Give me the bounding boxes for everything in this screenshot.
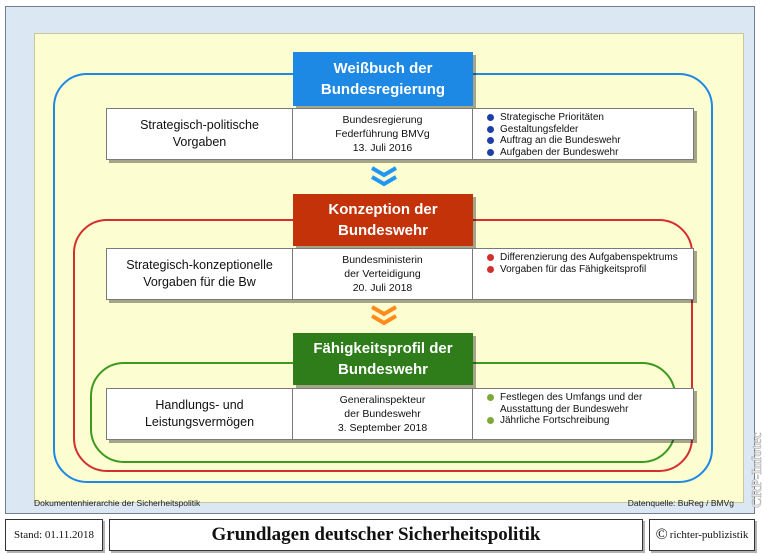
level-2-issuer-line2: der Verteidigung xyxy=(344,268,421,280)
level-2-title-line2: Bundeswehr xyxy=(337,222,428,239)
level-1-issuer: Bundesregierung Federführung BMVg 13. Ju… xyxy=(293,109,473,159)
bullet-dot-icon xyxy=(487,417,494,424)
bullet-text: Gestaltungsfelder xyxy=(500,123,579,135)
bullet-text: Differenzierung des Aufgabenspektrums xyxy=(500,252,678,263)
level-2-issuer: Bundesministerin der Verteidigung 20. Ju… xyxy=(293,249,473,299)
list-item: Differenzierung des Aufgabenspektrums xyxy=(487,252,687,264)
bullet-dot-icon xyxy=(487,265,494,273)
bottom-bar: Stand: 01.11.2018 Grundlagen deutscher S… xyxy=(5,519,755,551)
bullet-text: Strategische Prioritäten xyxy=(500,112,604,123)
watermark-text: CRP-Infotec xyxy=(750,433,765,508)
level-2-bullets: Differenzierung des Aufgabenspektrums Vo… xyxy=(473,249,693,299)
level-1-issuer-line1: Bundesregierung xyxy=(342,114,423,126)
chevron-down-icon xyxy=(370,166,398,187)
list-item: Vorgaben für das Fähigkeitsprofil xyxy=(487,264,687,276)
list-item: Gestaltungsfelder xyxy=(487,124,687,136)
list-item: Festlegen des Umfangs und der Ausstattun… xyxy=(487,392,687,415)
bullet-text: Festlegen des Umfangs und der Ausstattun… xyxy=(500,392,643,415)
bullet-text: Jährliche Fortschreibung xyxy=(500,415,610,426)
level-2-category-line1: Strategisch-konzeptionelle xyxy=(126,258,273,272)
bullet-dot-icon xyxy=(487,125,494,133)
page-title-box: Grundlagen deutscher Sicherheitspolitik xyxy=(109,519,643,551)
level-3-category-line2: Leistungsvermögen xyxy=(144,415,255,429)
level-3-title-line2: Bundeswehr xyxy=(337,361,428,378)
data-source: Datenquelle: BuReg / BMVg xyxy=(627,498,734,508)
level-2-issuer-line1: Bundesministerin xyxy=(342,254,423,266)
stand-box: Stand: 01.11.2018 xyxy=(5,519,103,551)
chevron-down-icon xyxy=(370,305,398,326)
level-2-title-line1: Konzeption der xyxy=(328,201,438,218)
level-3-date: 3. September 2018 xyxy=(337,422,428,434)
level-3-issuer: Generalinspekteur der Bundeswehr 3. Sept… xyxy=(293,389,473,439)
bullet-dot-icon xyxy=(487,137,494,144)
bullet-dot-icon xyxy=(487,394,494,401)
list-item: Strategische Prioritäten xyxy=(487,112,687,124)
level-1-date: 13. Juli 2016 xyxy=(352,142,413,154)
level-3-category-line1: Handlungs- und xyxy=(155,398,244,412)
level-3-title-line1: Fähigkeitsprofil der xyxy=(313,340,453,357)
level-3-issuer-line2: der Bundeswehr xyxy=(344,408,421,420)
level-1-title-line2: Bundesregierung xyxy=(320,81,446,98)
bullet-dot-icon xyxy=(487,114,494,121)
copyright-box: © richter-publizistik xyxy=(649,519,755,551)
level-2-date: 20. Juli 2018 xyxy=(352,282,413,294)
bullet-text: Aufgaben der Bundeswehr xyxy=(500,146,619,158)
bullet-dot-icon xyxy=(487,148,494,156)
bullet-text: Vorgaben für das Fähigkeitsprofil xyxy=(500,263,647,275)
level-1-category-line2: Vorgaben xyxy=(172,135,227,149)
level-1-title-line1: Weißbuch der xyxy=(333,60,433,77)
level-3-bullets: Festlegen des Umfangs und der Ausstattun… xyxy=(473,389,693,439)
list-item: Jährliche Fortschreibung xyxy=(487,415,687,427)
level-2-category-line2: Vorgaben für die Bw xyxy=(143,275,256,289)
copyright-icon: © xyxy=(655,526,668,543)
page-title: Grundlagen deutscher Sicherheitspolitik xyxy=(211,524,541,545)
level-1-issuer-line2: Federführung BMVg xyxy=(335,128,430,140)
list-item: Auftrag an die Bundeswehr xyxy=(487,135,687,147)
level-1-category-line1: Strategisch-politische xyxy=(140,118,259,132)
list-item: Aufgaben der Bundeswehr xyxy=(487,147,687,159)
bullet-text: Auftrag an die Bundeswehr xyxy=(500,135,621,146)
level-1-bullets: Strategische Prioritäten Gestaltungsfeld… xyxy=(473,109,693,159)
footer-caption: Dokumentenhierarchie der Sicherheitspoli… xyxy=(34,498,201,508)
bullet-dot-icon xyxy=(487,254,494,261)
copyright-text: richter-publizistik xyxy=(669,529,749,541)
level-3-issuer-line1: Generalinspekteur xyxy=(339,394,426,406)
watermark: CRP-Infotec xyxy=(750,432,766,508)
stand-date: Stand: 01.11.2018 xyxy=(14,529,94,541)
